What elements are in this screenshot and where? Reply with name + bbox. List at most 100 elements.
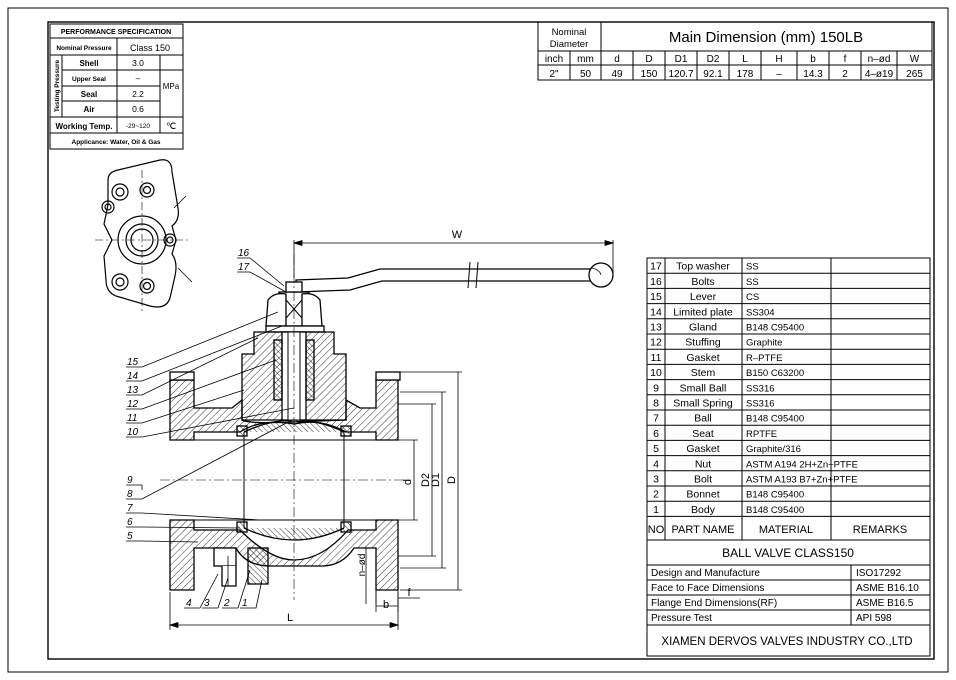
standard-value: API 598 <box>856 613 892 624</box>
part-material: SS316 <box>746 383 775 394</box>
perf-row-value: 3.0 <box>132 58 144 68</box>
perf-title: PERFORMANCE SPECIFICATION <box>61 29 171 36</box>
sheet-border <box>7 7 949 673</box>
part-material: B148 C95400 <box>746 323 804 334</box>
part-no: 17 <box>650 261 662 273</box>
dims-value-cell: 2 <box>842 69 848 80</box>
drawing-border <box>47 21 935 660</box>
callout-number: 3 <box>204 598 210 609</box>
part-material: ASTM A193 B7+Zn+PTFE <box>746 475 857 486</box>
standard-label: Flange End Dimensions(RF) <box>651 598 777 609</box>
dims-header-cell: n–ød <box>868 54 891 65</box>
dims-header-cell: d <box>614 54 620 65</box>
dims-value-cell: 92.1 <box>703 69 723 80</box>
part-material: Graphite/316 <box>746 444 801 455</box>
part-name: Limited plate <box>673 306 733 318</box>
callout-number: 4 <box>186 598 192 609</box>
callout-number: 17 <box>238 262 250 273</box>
company-name: XIAMEN DERVOS VALVES INDUSTRY CO.,LTD <box>661 636 912 648</box>
dim-D1: D1 <box>430 473 442 487</box>
part-no: 9 <box>653 382 659 394</box>
part-no: 7 <box>653 413 659 425</box>
dim-W: W <box>452 229 463 241</box>
part-material: RPTFE <box>746 429 777 440</box>
dims-header-cell: H <box>775 54 782 65</box>
part-material: SS <box>746 277 759 288</box>
part-material: ASTM A194 2H+Zn+PTFE <box>746 459 858 470</box>
lever <box>295 268 601 293</box>
parts-table-grid <box>646 257 931 657</box>
dims-value-cell: 150 <box>641 69 658 80</box>
callout-number: 2 <box>223 598 230 609</box>
part-material: SS304 <box>746 307 775 318</box>
part-no: 10 <box>650 367 662 379</box>
part-no: 12 <box>650 337 662 349</box>
section-centerlines <box>160 255 410 600</box>
callout-number: 9 <box>127 475 133 486</box>
part-name: Ball <box>694 413 712 425</box>
callout-number: 8 <box>127 489 133 500</box>
part-material: R–PTFE <box>746 353 782 364</box>
part-name: Gasket <box>686 352 719 364</box>
part-no: 8 <box>653 398 659 410</box>
dims-value-cell: 4–ø19 <box>865 69 894 80</box>
callout-number: 1 <box>242 598 248 609</box>
part-no: 16 <box>650 276 662 288</box>
perf-row-value: – <box>136 73 141 83</box>
dims-title: Main Dimension (mm) 150LB <box>669 29 863 46</box>
dims-header-cell: L <box>742 54 748 65</box>
dims-value-cell: – <box>776 69 782 80</box>
lever-break <box>467 261 471 289</box>
perf-applicance: Applicance: Water, Oil & Gas <box>72 139 161 146</box>
main-dimension-table <box>537 21 933 81</box>
top-view <box>101 159 179 308</box>
dim-D2: D2 <box>420 473 432 487</box>
dims-header-cell: inch <box>545 54 563 65</box>
dims-value-cell: 50 <box>580 69 592 80</box>
parts-header-no: NO <box>648 524 665 536</box>
dim-L: L <box>287 612 293 624</box>
perf-nominal-label: Nominal Pressure <box>56 45 112 52</box>
part-name: Top washer <box>676 261 730 273</box>
part-no: 1 <box>653 504 659 516</box>
dims-value-cell: 14.3 <box>803 69 823 80</box>
part-no: 14 <box>650 306 662 318</box>
parts-header-material: MATERIAL <box>759 524 813 536</box>
dims-header-cell: D2 <box>707 54 720 65</box>
perf-row-label: Shell <box>79 59 98 68</box>
parts-header-name: PART NAME <box>672 524 735 536</box>
perf-row-value: 2.2 <box>132 89 144 99</box>
part-name: Bolt <box>694 474 712 486</box>
standard-label: Design and Manufacture <box>651 568 760 579</box>
callout-number: 5 <box>127 531 133 542</box>
dims-value-cell: 2" <box>549 69 559 80</box>
perf-working-temp-label: Working Temp. <box>55 122 112 131</box>
perf-working-temp-unit: ℃ <box>166 121 176 131</box>
standard-value: ASME B16.10 <box>856 583 919 594</box>
dim-b: b <box>383 599 389 611</box>
dimension-lines <box>168 239 615 630</box>
part-material: Graphite <box>746 338 782 349</box>
part-name: Small Ball <box>680 382 727 394</box>
dims-header-cell: D <box>645 54 652 65</box>
valve-section <box>169 261 614 591</box>
callout-number: 13 <box>127 385 139 396</box>
callout-leaders <box>126 257 295 609</box>
dims-nominal-line1: Nominal <box>552 27 587 38</box>
parts-header-remarks: REMARKS <box>853 524 907 536</box>
part-material: B148 C95400 <box>746 505 804 516</box>
callout-number: 10 <box>127 427 139 438</box>
callout-number: 12 <box>127 399 139 410</box>
dims-value-cell: 178 <box>737 69 754 80</box>
part-no: 15 <box>650 291 662 303</box>
standard-label: Pressure Test <box>651 613 712 624</box>
perf-row-value: 0.6 <box>132 104 144 114</box>
performance-spec-table <box>49 23 184 150</box>
part-name: Small Spring <box>673 398 733 410</box>
dim-d: d <box>402 479 414 485</box>
